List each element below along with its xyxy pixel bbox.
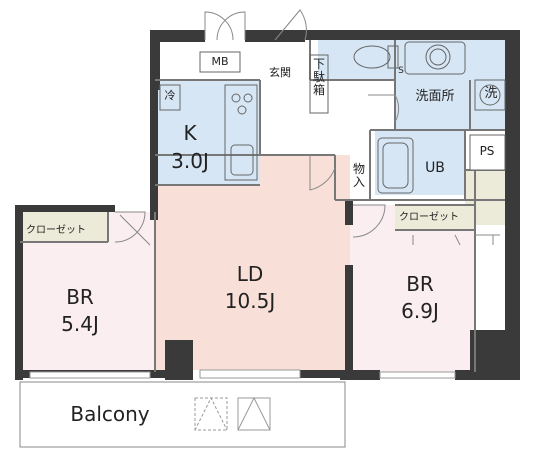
washroom-floor (395, 32, 520, 130)
kitchen-name: K (183, 121, 197, 145)
ld-size: 10.5J (224, 289, 276, 313)
genkan-label: 玄関 (269, 66, 291, 79)
ub-label: UB (425, 160, 445, 176)
balcony-units (194, 396, 271, 431)
washroom-label: 洗面所 (415, 89, 455, 104)
br-right-floor (350, 205, 475, 373)
toilet-floor (318, 35, 408, 80)
br-right-name: BR (406, 272, 434, 296)
closet-left-floor (20, 212, 108, 242)
kitchen-size: 3.0J (171, 149, 209, 173)
storage-floor (465, 170, 507, 225)
s-label: S (398, 66, 404, 76)
shoebox-label: 下駄箱 (312, 57, 325, 97)
door-swings (114, 9, 500, 246)
ps-label: PS (479, 144, 495, 158)
mb-box (199, 51, 241, 73)
kitchen-floor (155, 80, 260, 185)
partitions (20, 40, 505, 372)
mb-label: MB (211, 55, 229, 68)
ld-floor (155, 155, 350, 370)
closet-left-label: クローゼット (26, 225, 86, 236)
balcony-label: Balcony (70, 402, 150, 426)
closet-right-label: クローゼット (399, 212, 459, 223)
ps-box (469, 134, 506, 171)
ub-floor (375, 130, 465, 195)
storage-label: 物入 (352, 162, 365, 189)
bathtub (377, 137, 414, 194)
shoebox-frame (309, 54, 329, 114)
balcony-floor (19, 381, 346, 448)
kitchen-equipment (159, 84, 258, 181)
ld-name: LD (236, 262, 264, 286)
br-left-size: 5.4J (61, 312, 99, 336)
windows (29, 369, 456, 379)
br-right-size: 6.9J (401, 299, 439, 323)
fridge-label: 冷 (164, 89, 176, 102)
walls (15, 30, 520, 380)
toilet-equipment (353, 41, 506, 111)
closet-right-floor (395, 205, 475, 230)
br-left-name: BR (66, 285, 94, 309)
washer-label: 洗 (484, 86, 498, 101)
